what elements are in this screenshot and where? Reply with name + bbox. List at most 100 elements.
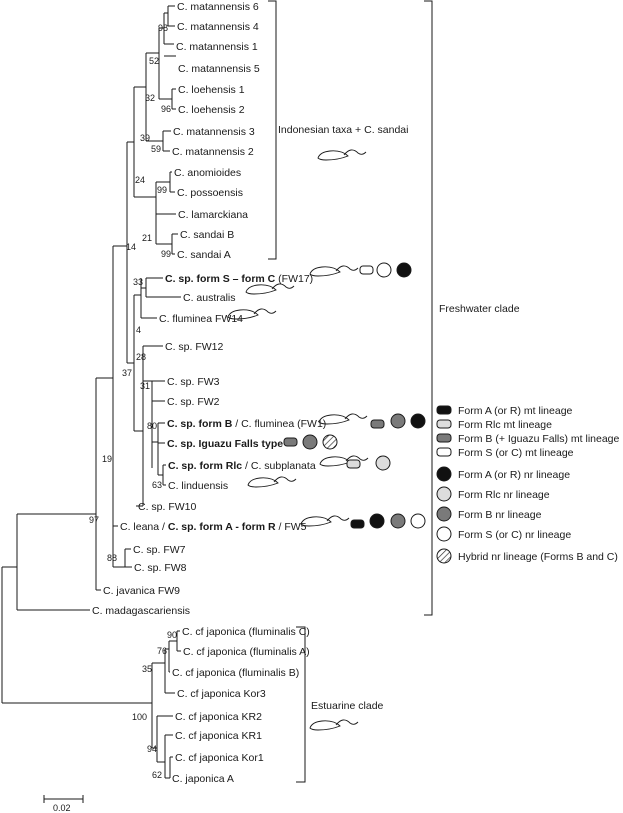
taxon-label: C. sp. FW12 [165,341,224,353]
bootstrap-value: 52 [149,56,159,66]
clam-icon [309,265,359,277]
legend-swatch [436,447,452,457]
freshwater-bracket [424,0,433,616]
bootstrap-value: 31 [140,381,150,391]
taxon-label: C. matannensis 4 [177,21,259,33]
taxon-label: C. sp. form B / C. fluminea (FW1) [167,418,326,430]
bootstrap-value: 63 [152,480,162,490]
mt-lineage-marker [350,519,365,529]
nr-lineage-marker [390,513,406,529]
legend-label: Hybrid nr lineage (Forms B and C) [458,551,618,563]
mt-lineage-marker [370,419,385,429]
bootstrap-value: 99 [157,185,167,195]
taxon-labels: C. matannensis 6 C. matannensis 4 C. mat… [92,1,326,785]
taxon-label: C. sandai A [177,249,231,261]
taxon-label: C. sp. FW8 [134,562,187,574]
nr-lineage-marker [410,413,426,429]
taxon-label: C. cf japonica KR2 [175,711,262,723]
taxon-label: C. sp. FW7 [133,544,186,556]
clam-icon [227,308,277,320]
scale-bar-label: 0.02 [53,803,71,813]
taxon-label: C. sp. Iguazu Falls type [167,438,283,450]
legend-label: Form A (or R) mt lineage [458,405,573,417]
legend-label: Form Rlc nr lineage [458,489,550,501]
taxon-label: C. cf japonica Kor3 [177,688,266,700]
legend-label: Form B (+ Iguazu Falls) mt lineage [458,433,620,445]
clam-icon [247,476,297,488]
taxon-label: C. sp. FW3 [167,376,220,388]
taxon-label: C. leana / C. sp. form A - form R / FW5 [120,521,307,533]
taxon-label: C. sp. FW10 [138,501,197,513]
bootstrap-value: 33 [133,277,143,287]
taxon-label: C. sp. FW2 [167,396,220,408]
taxon-label: C. cf japonica Kor1 [175,752,264,764]
bootstrap-value: 4 [136,325,141,335]
bootstrap-value: 94 [147,744,157,754]
tree-branches [1,5,181,779]
legend-swatch [436,486,452,502]
freshwater-clade-label: Freshwater clade [439,303,520,315]
taxon-label: C. matannensis 2 [172,146,254,158]
taxon-label: C. sandai B [180,229,234,241]
taxon-label: C. cf japonica (fluminalis A) [183,646,310,658]
taxon-label: C. cf japonica (fluminalis C) [182,626,310,638]
bootstrap-value: 88 [107,553,117,563]
bootstrap-value: 80 [147,421,157,431]
bootstrap-values: 98 52 32 96 39 59 99 24 21 99 33 14 4 28… [89,23,177,780]
legend-swatch [436,405,452,415]
taxon-label: C. sp. form S – form C (FW17) [165,273,313,285]
nr-lineage-marker [375,455,391,471]
bootstrap-value: 97 [89,515,99,525]
indonesian-bracket [268,0,277,260]
taxon-label: C. lamarckiana [178,209,248,221]
clam-silhouettes [227,149,369,731]
bootstrap-value: 37 [122,368,132,378]
legend-label: Form S (or C) nr lineage [458,529,571,541]
taxon-label: C. matannensis 1 [176,41,258,53]
nr-lineage-marker [396,262,412,278]
clam-icon [245,283,295,295]
mt-lineage-marker [283,437,298,447]
taxon-label: C. madagascariensis [92,605,190,617]
bootstrap-value: 14 [126,242,136,252]
nr-lineage-marker [302,434,318,450]
taxon-label: C. matannensis 6 [177,1,259,13]
legend-swatch [436,548,452,564]
bootstrap-value: 32 [145,93,155,103]
bootstrap-value: 76 [157,646,167,656]
clam-icon [318,413,368,425]
mt-lineage-marker [346,459,361,469]
bootstrap-value: 21 [142,233,152,243]
legend-label: Form S (or C) mt lineage [458,447,574,459]
nr-lineage-marker [322,434,338,450]
indonesian-clade-label: Indonesian taxa + C. sandai [278,124,408,136]
bootstrap-value: 62 [152,770,162,780]
legend-swatch [436,526,452,542]
nr-lineage-marker [390,413,406,429]
taxon-label: C. fluminea FW14 [159,313,243,325]
scale-bar: 0.02 [43,795,84,813]
taxon-label: C. possoensis [177,187,243,199]
estuarine-clade-label: Estuarine clade [311,700,384,712]
taxon-label: C. sp. form Rlc / C. subplanata [168,460,316,472]
nr-lineage-marker [376,262,392,278]
bootstrap-value: 28 [136,352,146,362]
bootstrap-value: 35 [142,664,152,674]
taxon-label: C. japonica A [172,773,234,785]
bootstrap-value: 39 [140,133,150,143]
legend: Form A (or R) mt lineage Form Rlc mt lin… [436,405,620,564]
lineage-markers [283,262,426,529]
clam-icon [317,149,367,161]
taxon-label: C. linduensis [168,480,228,492]
taxon-label: C. anomioides [174,167,241,179]
bootstrap-value: 99 [161,249,171,259]
estuarine-bracket [296,626,306,783]
bootstrap-value: 90 [167,630,177,640]
taxon-label: C. matannensis 5 [178,63,260,75]
legend-swatch [436,466,452,482]
bootstrap-value: 19 [102,454,112,464]
clam-icon [300,515,350,527]
legend-swatch [436,419,452,429]
taxon-label: C. cf japonica KR1 [175,730,262,742]
